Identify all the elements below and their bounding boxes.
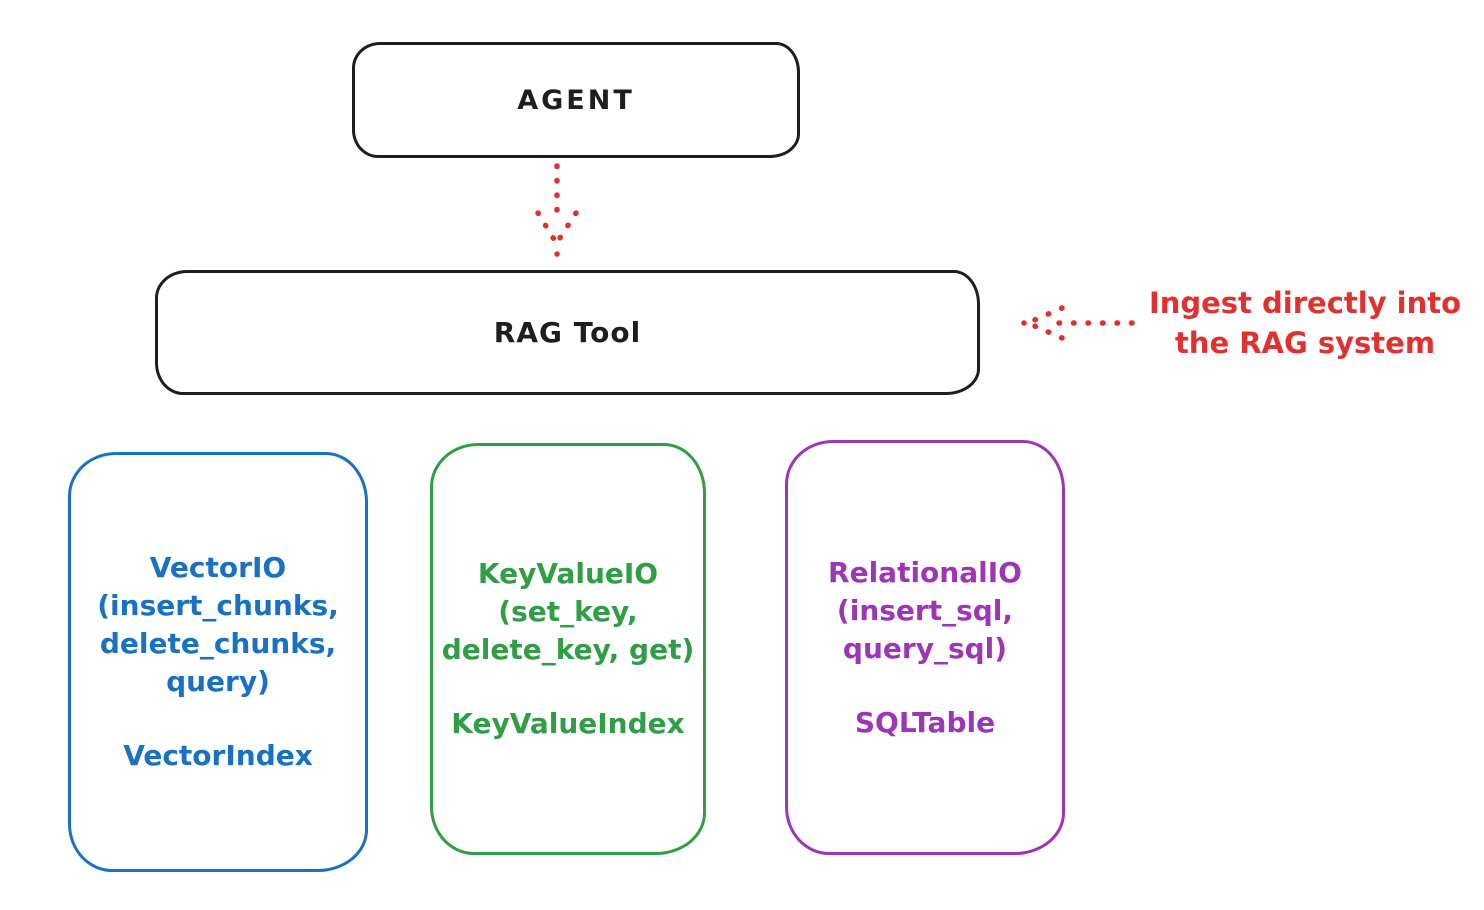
keyvalue-io-box: KeyValueIO (set_key, delete_key, get) Ke… (430, 443, 706, 855)
agent-label: AGENT (517, 84, 635, 116)
ingest-annotation-arrow-icon (1021, 305, 1135, 341)
sql-table-label: SQLTable (854, 705, 996, 739)
annotation-line-2: the RAG system (1174, 326, 1436, 360)
ingest-annotation-text: Ingest directly into the RAG system (1135, 283, 1475, 363)
vector-index-label: VectorIndex (123, 739, 313, 772)
vector-io-fn-line: (insert_chunks, (97, 589, 339, 622)
rag-tool-label: RAG Tool (493, 316, 642, 349)
relational-io-fn-line: (insert_sql, (836, 593, 1014, 627)
vector-io-functions: VectorIO (insert_chunks, delete_chunks, … (97, 549, 339, 701)
keyvalue-io-fn-line: delete_key, get) (441, 633, 695, 666)
vector-io-fn-line: delete_chunks, (99, 627, 337, 660)
agent-node: AGENT (352, 42, 800, 158)
relational-io-title: RelationalIO (828, 555, 1022, 589)
relational-io-box: RelationalIO (insert_sql, query_sql) SQL… (785, 440, 1065, 855)
keyvalue-index-label: KeyValueIndex (451, 707, 685, 740)
relational-io-functions: RelationalIO (insert_sql, query_sql) (828, 554, 1022, 668)
rag-tool-node: RAG Tool (155, 270, 980, 395)
keyvalue-io-functions: KeyValueIO (set_key, delete_key, get) (442, 555, 695, 669)
keyvalue-io-title: KeyValueIO (477, 557, 659, 590)
keyvalue-io-fn-line: (set_key, (498, 595, 638, 628)
annotation-line-1: Ingest directly into (1148, 286, 1462, 320)
vector-io-box: VectorIO (insert_chunks, delete_chunks, … (68, 452, 368, 872)
vector-io-fn-line: query) (166, 665, 270, 698)
vector-io-title: VectorIO (149, 551, 287, 584)
agent-to-ragtool-arrow-icon (535, 163, 579, 257)
relational-io-fn-line: query_sql) (842, 631, 1008, 665)
